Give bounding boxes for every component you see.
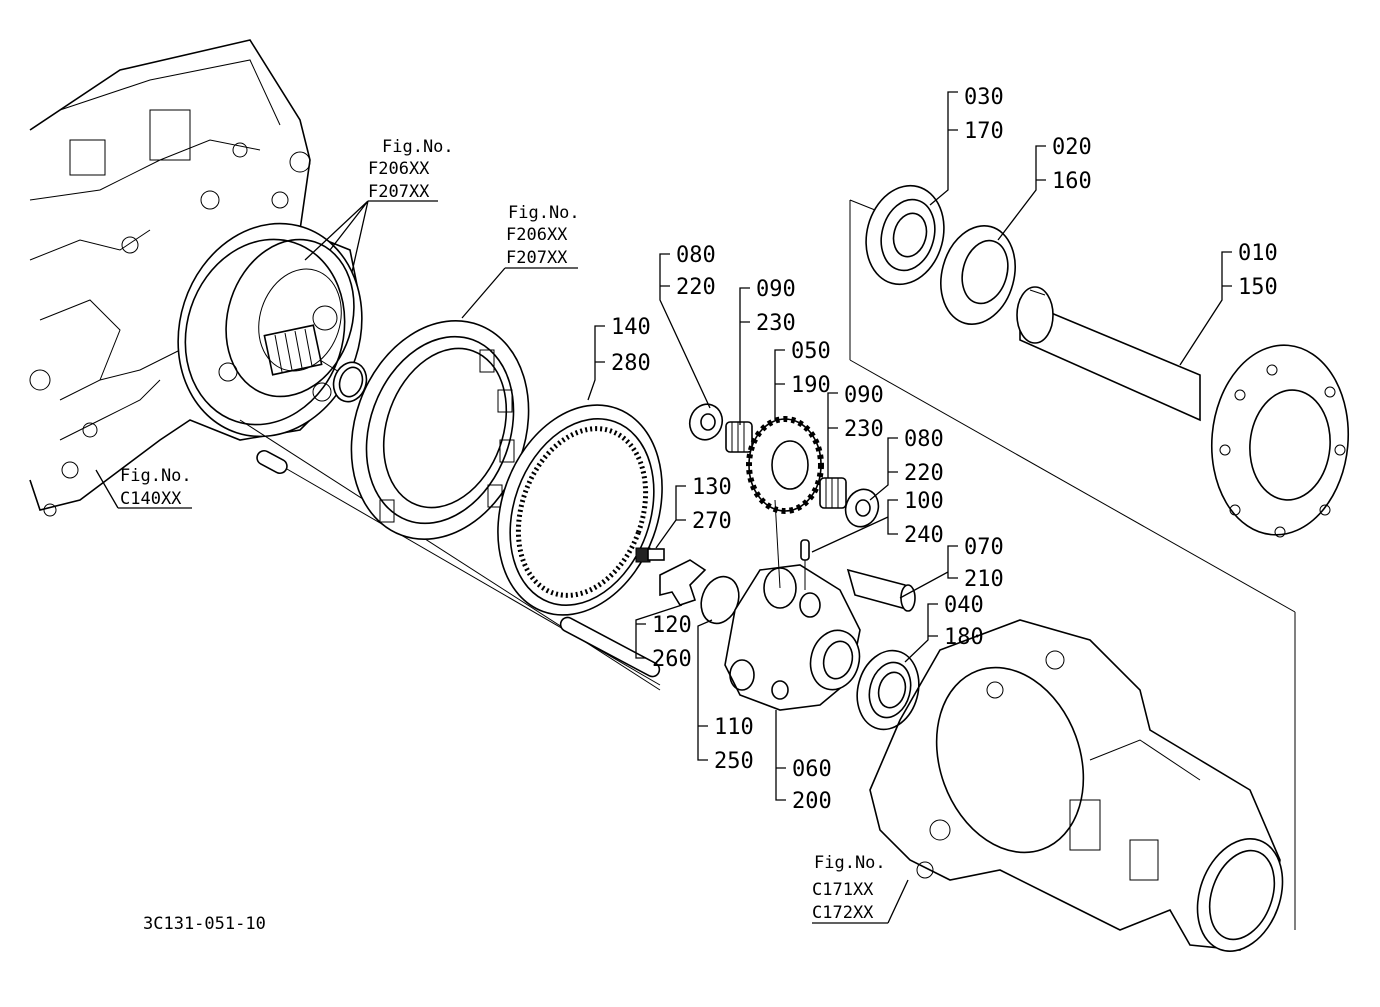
drawing-code: 3C131-051-10 xyxy=(143,914,266,934)
fig-ref-c140-code: C140XX xyxy=(120,489,182,509)
carrier-bearing xyxy=(856,649,920,731)
callout-080b-code: 080 xyxy=(904,427,944,452)
callout-130-code: 130 xyxy=(692,475,732,500)
thrust-washer-left xyxy=(688,403,724,441)
callout-labels: 030 170 020 160 010 150 080 220 090 230 … xyxy=(611,85,1278,814)
callout-100-code: 100 xyxy=(904,489,944,514)
callout-140-code: 140 xyxy=(611,315,651,340)
callout-080a-alt: 220 xyxy=(676,275,716,300)
callout-140-alt: 280 xyxy=(611,351,651,376)
fig-ref-ring-label: Fig.No. xyxy=(508,203,580,223)
needle-bearing-right xyxy=(819,477,847,509)
lock-plate-120 xyxy=(659,559,707,606)
callout-130-alt: 270 xyxy=(692,509,732,534)
planet-shaft xyxy=(846,568,916,612)
axle-shaft xyxy=(1016,286,1350,538)
fig-ref-ring-code-2: F207XX xyxy=(506,248,568,268)
dowel-pin-left xyxy=(256,449,288,475)
fig-ref-housing-code-1: F206XX xyxy=(368,159,430,179)
callout-070-code: 070 xyxy=(964,535,1004,560)
callout-010-alt: 150 xyxy=(1238,275,1278,300)
oil-seal xyxy=(940,225,1016,325)
planet-gear xyxy=(746,416,824,514)
callout-080b-alt: 220 xyxy=(904,461,944,486)
bolt-130 xyxy=(635,547,665,563)
callout-090a-alt: 230 xyxy=(756,311,796,336)
callout-050-alt: 190 xyxy=(791,373,831,398)
fig-ref-housing-code-2: F207XX xyxy=(368,182,430,202)
callout-040-code: 040 xyxy=(944,593,984,618)
transmission-housing xyxy=(29,39,363,517)
roll-pin xyxy=(800,539,810,561)
callout-020-code: 020 xyxy=(1052,135,1092,160)
callout-120-code: 120 xyxy=(652,613,692,638)
axle-group-bracket xyxy=(849,199,1296,930)
callout-070-alt: 210 xyxy=(964,567,1004,592)
callout-090b-alt: 230 xyxy=(844,417,884,442)
figure-ref-leaders xyxy=(95,200,909,924)
axle-case xyxy=(869,619,1284,952)
callout-010-code: 010 xyxy=(1238,241,1278,266)
long-pin xyxy=(559,616,661,678)
callout-120-alt: 260 xyxy=(652,647,692,672)
callout-030-code: 030 xyxy=(964,85,1004,110)
fig-ref-c171-code-1: C171XX xyxy=(812,880,874,900)
callout-030-alt: 170 xyxy=(964,119,1004,144)
brake-ring xyxy=(350,320,530,540)
fig-ref-housing-label: Fig.No. xyxy=(382,137,454,157)
fig-ref-c171-code-2: C172XX xyxy=(812,903,874,923)
callout-100-alt: 240 xyxy=(904,523,944,548)
fig-ref-ring-code-1: F206XX xyxy=(506,225,568,245)
axle-bearing xyxy=(865,184,945,286)
callout-leaders xyxy=(587,91,1232,801)
fig-ref-c171-label: Fig.No. xyxy=(814,853,886,873)
callout-110-code: 110 xyxy=(714,715,754,740)
callout-090b-code: 090 xyxy=(844,383,884,408)
planet-carrier xyxy=(724,564,861,711)
callout-110-alt: 250 xyxy=(714,749,754,774)
callout-050-code: 050 xyxy=(791,339,831,364)
callout-080a-code: 080 xyxy=(676,243,716,268)
figure-reference-labels: Fig.No. F206XX F207XX Fig.No. F206XX F20… xyxy=(120,137,886,923)
callout-060-alt: 200 xyxy=(792,789,832,814)
callout-090a-code: 090 xyxy=(756,277,796,302)
thrust-washer-right xyxy=(844,488,880,528)
callout-060-code: 060 xyxy=(792,757,832,782)
internal-ring-gear xyxy=(497,404,663,616)
callout-040-alt: 180 xyxy=(944,625,984,650)
needle-bearing-left xyxy=(725,421,753,453)
fig-ref-c140-label: Fig.No. xyxy=(120,466,192,486)
callout-020-alt: 160 xyxy=(1052,169,1092,194)
